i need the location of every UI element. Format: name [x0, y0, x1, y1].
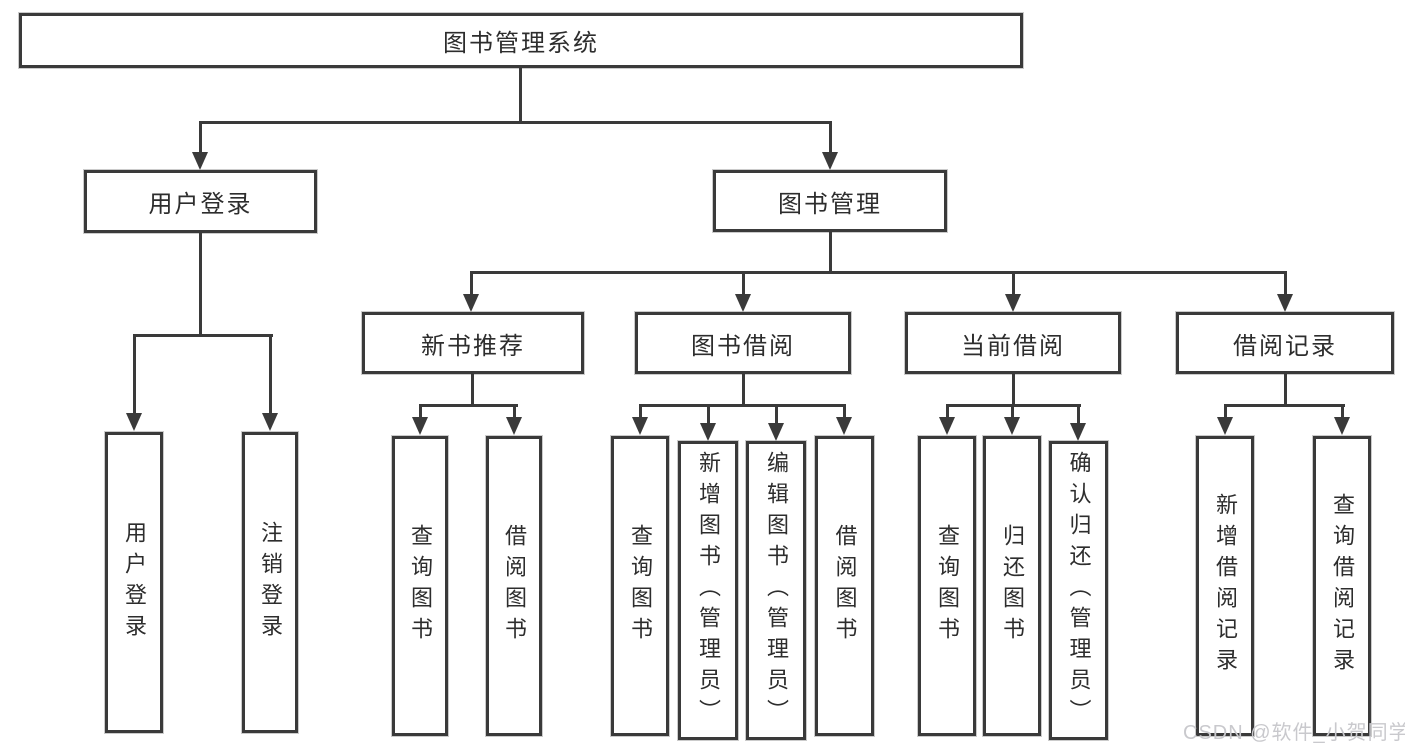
- leaf-edit-book-admin: 编辑图书（管理员）: [746, 441, 806, 740]
- leaf-label: 借阅图书: [832, 524, 858, 648]
- leaf-borrow-books-borrowing: 借阅图书: [815, 436, 874, 736]
- connector-line: [1224, 404, 1345, 407]
- connector-line: [639, 404, 846, 407]
- connector-line: [1012, 273, 1015, 297]
- arrowhead-icon: [1004, 417, 1020, 435]
- arrowhead-icon: [768, 423, 784, 441]
- node-label: 当前借阅: [961, 332, 1065, 360]
- connector-line: [133, 334, 273, 337]
- arrowhead-icon: [700, 423, 716, 441]
- arrowhead-icon: [463, 294, 479, 312]
- connector-line: [1224, 406, 1227, 419]
- node-label: 借阅记录: [1233, 332, 1337, 360]
- connector-line: [470, 271, 1287, 274]
- connector-line: [1011, 406, 1014, 419]
- leaf-label: 编辑图书（管理员）: [764, 451, 789, 730]
- arrowhead-icon: [836, 417, 852, 435]
- arrowhead-icon: [506, 417, 522, 435]
- leaf-add-book-admin: 新增图书（管理员）: [678, 441, 738, 740]
- leaf-add-borrow-record: 新增借阅记录: [1196, 436, 1254, 736]
- arrowhead-icon: [1217, 417, 1233, 435]
- arrowhead-icon: [632, 417, 648, 435]
- connector-line: [946, 406, 949, 419]
- connector-line: [269, 336, 272, 415]
- connector-line: [742, 374, 745, 406]
- connector-line: [1341, 406, 1344, 419]
- arrowhead-icon: [735, 294, 751, 312]
- leaf-confirm-return-admin: 确认归还（管理员）: [1049, 441, 1108, 740]
- leaf-return-book: 归还图书: [983, 436, 1041, 736]
- connector-line: [707, 406, 710, 425]
- connector-line: [1284, 374, 1287, 406]
- connector-line: [946, 404, 1081, 407]
- node-label: 用户登录: [148, 191, 253, 218]
- connector-line: [470, 273, 473, 297]
- leaf-logout: 注销登录: [242, 432, 298, 733]
- connector-line: [199, 121, 832, 124]
- connector-line: [1012, 374, 1015, 406]
- connector-line: [843, 406, 846, 419]
- node-new-book-recommend: 新书推荐: [362, 312, 584, 374]
- node-user-login: 用户登录: [84, 170, 317, 233]
- connector-line: [419, 406, 422, 419]
- leaf-label: 新增图书（管理员）: [696, 451, 721, 730]
- arrowhead-icon: [412, 417, 428, 435]
- arrowhead-icon: [1005, 294, 1021, 312]
- node-book-management: 图书管理: [713, 170, 947, 232]
- node-label: 图书管理: [778, 190, 882, 218]
- connector-line: [419, 404, 518, 407]
- watermark-text: CSDN @软件_小贺同学: [1183, 722, 1405, 744]
- connector-line: [133, 336, 136, 415]
- arrowhead-icon: [192, 152, 208, 170]
- leaf-label: 用户登录: [122, 520, 147, 645]
- connector-line: [829, 232, 832, 273]
- connector-line: [471, 374, 474, 406]
- arrowhead-icon: [822, 152, 838, 170]
- connector-line: [199, 233, 202, 336]
- connector-line: [742, 273, 745, 297]
- connector-line: [1284, 273, 1287, 297]
- leaf-label: 新增借阅记录: [1213, 493, 1238, 679]
- connector-line: [519, 68, 522, 123]
- leaf-label: 借阅图书: [502, 524, 527, 648]
- arrowhead-icon: [1070, 423, 1086, 441]
- leaf-label: 归还图书: [1000, 524, 1025, 648]
- connector-line: [1077, 406, 1080, 425]
- arrowhead-icon: [1334, 417, 1350, 435]
- arrowhead-icon: [126, 413, 142, 431]
- leaf-label: 确认归还（管理员）: [1066, 451, 1092, 730]
- connector-line: [199, 122, 202, 154]
- node-current-borrowing: 当前借阅: [905, 312, 1121, 374]
- leaf-label: 查询图书: [408, 524, 433, 648]
- leaf-user-login: 用户登录: [105, 432, 163, 733]
- node-label: 图书借阅: [691, 332, 795, 360]
- node-library-management-system: 图书管理系统: [19, 13, 1023, 68]
- arrowhead-icon: [1277, 294, 1293, 312]
- leaf-label: 查询借阅记录: [1330, 493, 1355, 679]
- leaf-label: 注销登录: [258, 520, 283, 645]
- leaf-borrow-books-recommend: 借阅图书: [486, 436, 542, 736]
- connector-line: [639, 406, 642, 419]
- leaf-label: 查询图书: [628, 524, 653, 648]
- leaf-query-books-current: 查询图书: [918, 436, 976, 736]
- connector-line: [829, 122, 832, 154]
- node-label: 图书管理系统: [443, 30, 599, 57]
- node-borrowing-records: 借阅记录: [1176, 312, 1394, 374]
- node-label: 新书推荐: [421, 332, 525, 360]
- connector-line: [513, 406, 516, 419]
- leaf-query-borrow-record: 查询借阅记录: [1313, 436, 1371, 736]
- connector-line: [775, 406, 778, 425]
- arrowhead-icon: [262, 413, 278, 431]
- leaf-label: 查询图书: [935, 524, 960, 648]
- node-book-borrowing: 图书借阅: [635, 312, 851, 374]
- leaf-query-books-borrowing: 查询图书: [611, 436, 669, 736]
- arrowhead-icon: [939, 417, 955, 435]
- leaf-query-books-recommend: 查询图书: [392, 436, 448, 736]
